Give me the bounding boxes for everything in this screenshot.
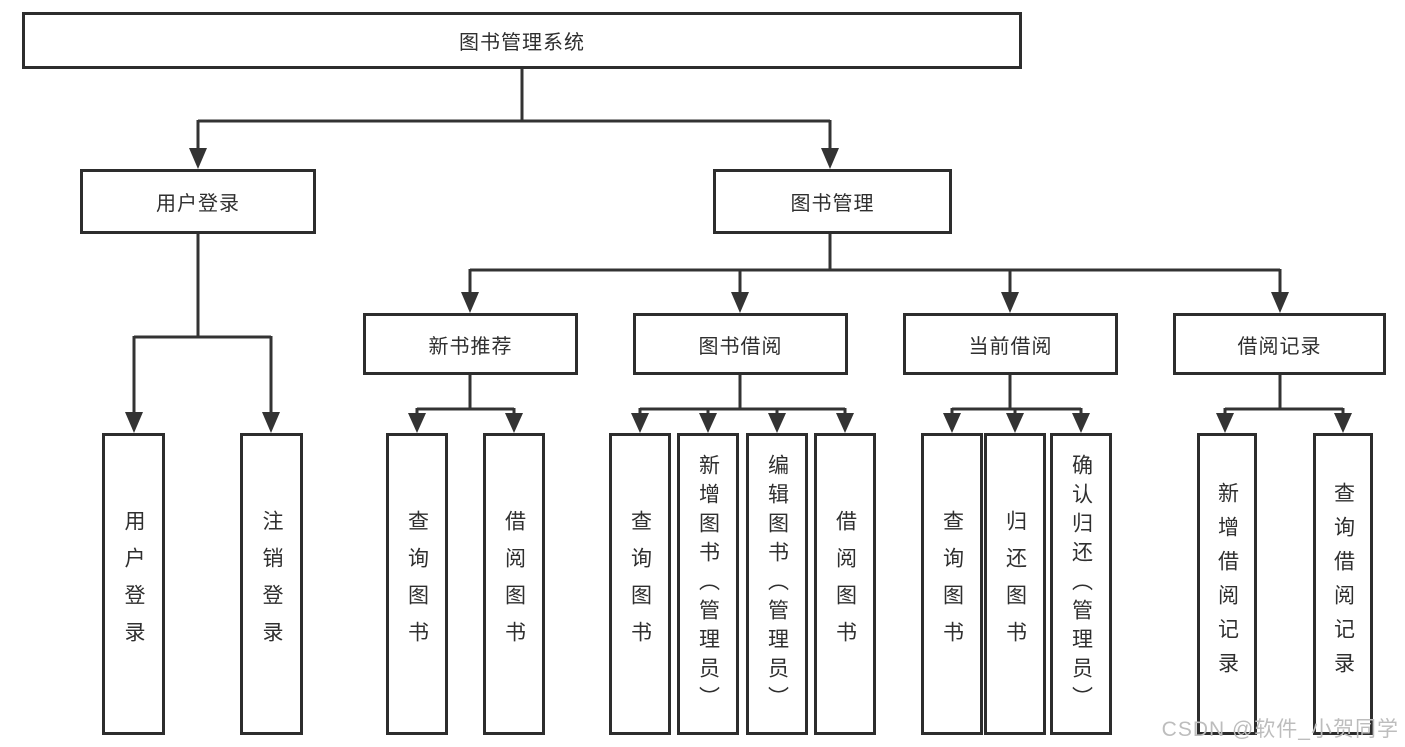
leaf-bb-borrow-books-label: 借阅图书 bbox=[833, 510, 857, 658]
leaf-br-add-record: 新增借阅记录 bbox=[1197, 433, 1257, 735]
node-book-management: 图书管理 bbox=[713, 169, 952, 234]
node-new-book-recommend-label: 新书推荐 bbox=[428, 335, 513, 358]
leaf-cb-return-books: 归还图书 bbox=[984, 433, 1046, 735]
edge-root-to-level2 bbox=[189, 69, 839, 169]
node-book-management-label: 图书管理 bbox=[790, 193, 875, 215]
node-book-borrowing-label: 图书借阅 bbox=[698, 335, 783, 358]
leaf-nbr-query-books: 查询图书 bbox=[386, 433, 448, 735]
leaf-bb-query-books-label: 查询图书 bbox=[628, 510, 652, 658]
edge-book-management-to-level3 bbox=[461, 233, 1289, 313]
leaf-bb-add-books-admin-label: 新增图书（管理员） bbox=[696, 453, 720, 715]
leaf-cb-return-books-label: 归还图书 bbox=[1003, 510, 1027, 658]
leaf-bb-query-books: 查询图书 bbox=[609, 433, 671, 735]
node-user-login-label: 用户登录 bbox=[156, 193, 240, 215]
leaf-cb-confirm-return-admin: 确认归还（管理员） bbox=[1050, 433, 1112, 735]
node-root-label: 图书管理系统 bbox=[459, 32, 585, 54]
leaf-bb-add-books-admin: 新增图书（管理员） bbox=[677, 433, 739, 735]
node-current-borrowing: 当前借阅 bbox=[903, 313, 1118, 375]
node-borrowing-records: 借阅记录 bbox=[1173, 313, 1386, 375]
leaf-bb-edit-books-admin-label: 编辑图书（管理员） bbox=[765, 453, 789, 715]
leaf-bb-edit-books-admin: 编辑图书（管理员） bbox=[746, 433, 808, 735]
leaf-user-login-label: 用户登录 bbox=[122, 510, 145, 658]
leaf-cb-query-books: 查询图书 bbox=[921, 433, 983, 735]
leaf-br-query-record: 查询借阅记录 bbox=[1313, 433, 1373, 735]
leaf-cb-query-books-label: 查询图书 bbox=[940, 510, 964, 658]
edge-current-borrowing-to-leaves bbox=[943, 375, 1090, 433]
csdn-watermark: CSDN @软件_小贺同学 bbox=[1161, 718, 1399, 741]
leaf-br-query-record-label: 查询借阅记录 bbox=[1331, 482, 1355, 686]
edge-book-borrowing-to-leaves bbox=[631, 375, 854, 433]
edge-new-book-recommend-to-leaves bbox=[408, 375, 523, 433]
edge-user-login-to-leaves bbox=[125, 233, 280, 433]
leaf-logout: 注销登录 bbox=[240, 433, 303, 735]
leaf-cb-confirm-return-admin-label: 确认归还（管理员） bbox=[1069, 453, 1093, 715]
node-new-book-recommend: 新书推荐 bbox=[363, 313, 578, 375]
node-borrowing-records-label: 借阅记录 bbox=[1237, 335, 1322, 358]
edge-borrowing-records-to-leaves bbox=[1216, 375, 1352, 433]
leaf-bb-borrow-books: 借阅图书 bbox=[814, 433, 876, 735]
node-root-library-management-system: 图书管理系统 bbox=[22, 12, 1022, 69]
leaf-nbr-borrow-books-label: 借阅图书 bbox=[502, 510, 526, 658]
leaf-logout-label: 注销登录 bbox=[260, 510, 283, 658]
leaf-br-add-record-label: 新增借阅记录 bbox=[1215, 482, 1239, 686]
leaf-user-login: 用户登录 bbox=[102, 433, 165, 735]
node-current-borrowing-label: 当前借阅 bbox=[968, 335, 1053, 358]
node-book-borrowing: 图书借阅 bbox=[633, 313, 848, 375]
leaf-nbr-query-books-label: 查询图书 bbox=[405, 510, 429, 658]
leaf-nbr-borrow-books: 借阅图书 bbox=[483, 433, 545, 735]
node-user-login: 用户登录 bbox=[80, 169, 316, 234]
